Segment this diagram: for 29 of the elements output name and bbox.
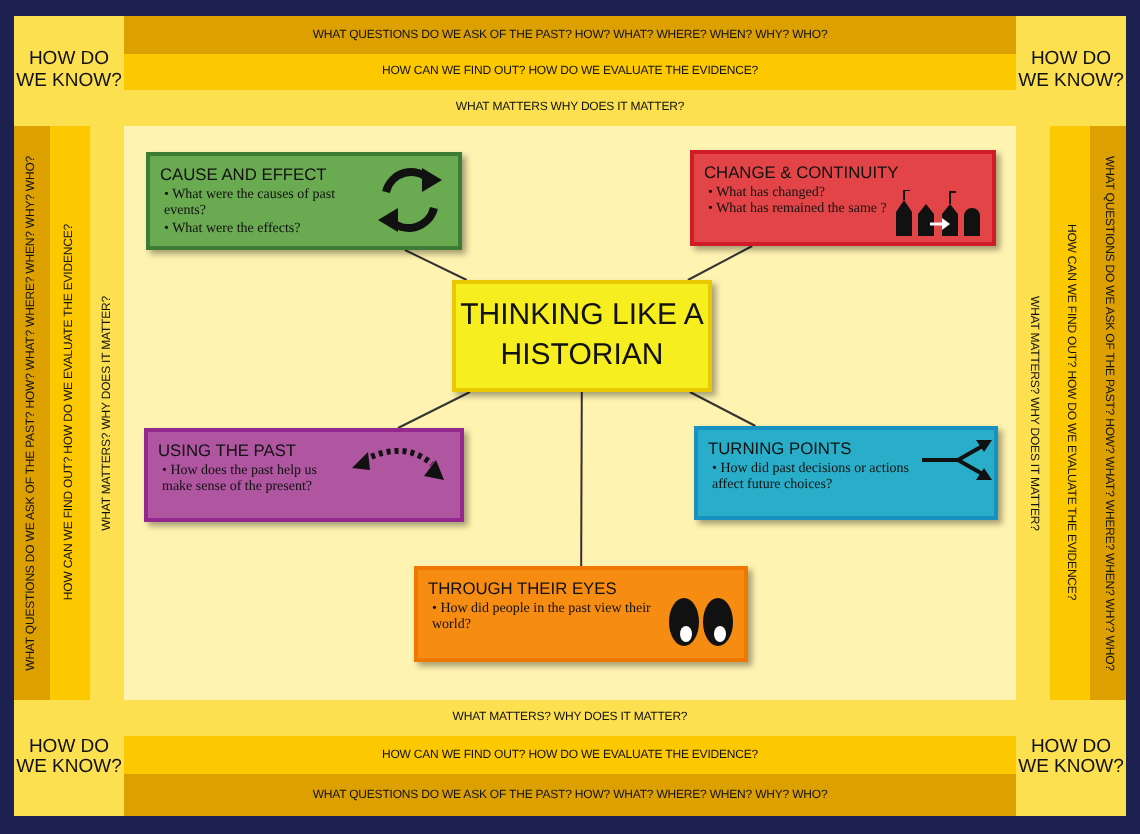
corner-label: HOW DO WE KNOW? [14, 737, 124, 779]
card-heading: USING THE PAST [158, 440, 297, 460]
topic-card [414, 566, 748, 662]
card-heading: THROUGH THEIR EYES [428, 578, 617, 598]
central-topic-box [452, 280, 712, 392]
connector-line [686, 245, 754, 281]
question-band [124, 774, 1016, 816]
corner-label: HOW DO WE KNOW? [1016, 50, 1126, 92]
topic-card [144, 428, 464, 522]
connector-line [580, 391, 583, 567]
question-band [1090, 126, 1126, 700]
topic-card [146, 152, 462, 250]
corner-label: HOW DO WE KNOW? [14, 50, 124, 92]
question-band [14, 126, 50, 700]
card-heading: CAUSE AND EFFECT [160, 164, 327, 184]
question-band [124, 54, 1016, 90]
corner-label: HOW DO WE KNOW? [1016, 737, 1126, 779]
card-heading: TURNING POINTS [708, 438, 852, 458]
central-topic-title: THINKING LIKE A HISTORIAN [458, 295, 706, 376]
topic-card [694, 426, 998, 520]
topic-card [690, 150, 996, 246]
question-band [124, 736, 1016, 774]
connector-line [688, 391, 757, 427]
question-band [1050, 126, 1090, 700]
connector-line [397, 391, 471, 429]
question-band [50, 126, 90, 700]
question-band [124, 16, 1016, 54]
card-heading: CHANGE & CONTINUITY [704, 162, 899, 182]
connector-line [403, 249, 468, 281]
